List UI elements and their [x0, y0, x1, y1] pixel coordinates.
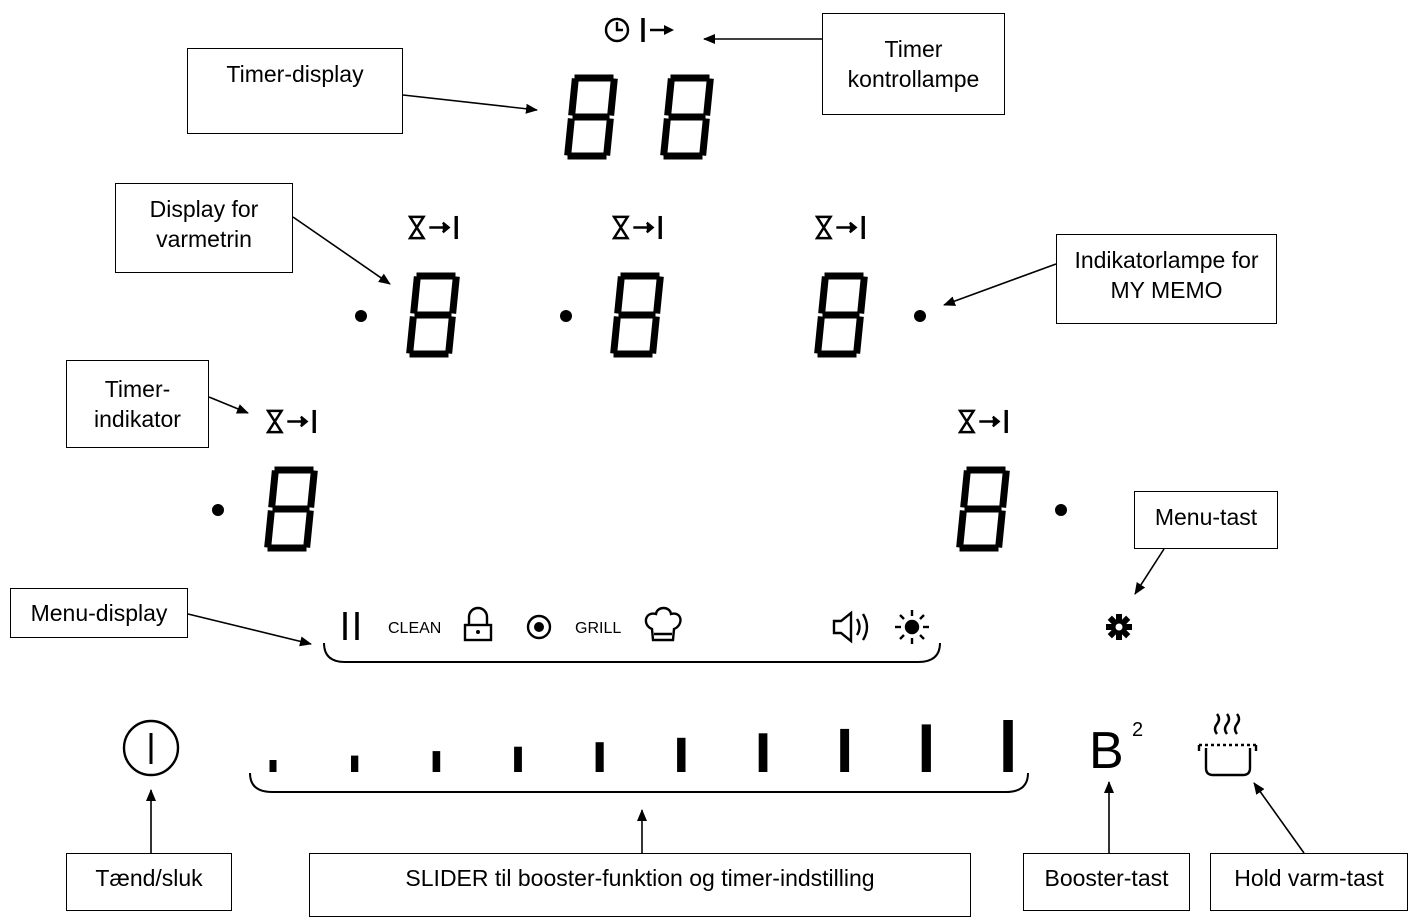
- booster-key[interactable]: B 2: [1089, 719, 1143, 780]
- clock-arrow-icon: [604, 17, 674, 43]
- booster-superscript: 2: [1132, 719, 1143, 741]
- zone-digit-rear-center: [614, 276, 660, 354]
- hourglass-arrow-icon: [612, 215, 662, 240]
- slider[interactable]: [269, 720, 1013, 772]
- slider-step-8[interactable]: [840, 728, 850, 772]
- menu-bar: CLEAN GRILL: [323, 606, 941, 663]
- hourglass-arrow-icon: [408, 215, 458, 240]
- zone-digit-front-left: [268, 470, 314, 548]
- sun-icon[interactable]: [895, 610, 929, 644]
- callout-keep-warm-key: Hold varm-tast: [1210, 853, 1408, 911]
- slider-step-7[interactable]: [758, 733, 768, 772]
- speaker-icon[interactable]: [832, 610, 869, 644]
- pot-steam-icon[interactable]: [1197, 713, 1258, 777]
- hourglass-arrow-icon: [266, 409, 316, 434]
- pause-icon[interactable]: [343, 612, 359, 640]
- chef-hat-icon[interactable]: [644, 606, 682, 642]
- zone-digit-rear-left: [410, 276, 456, 354]
- callout-timer-pilot-lamp: Timer kontrollampe: [822, 13, 1005, 115]
- callout-timer-indicator: Timer- indikator: [66, 360, 209, 448]
- memo-dot: [1055, 504, 1067, 516]
- slider-step-1[interactable]: [269, 760, 277, 772]
- hourglass-arrow-icon: [958, 409, 1008, 434]
- zone-digit-rear-right: [818, 276, 864, 354]
- timer-digit-1: [568, 78, 614, 156]
- menu-bracket: [323, 642, 941, 663]
- slider-step-10[interactable]: [1003, 720, 1013, 772]
- slider-step-9[interactable]: [921, 724, 931, 772]
- callout-heat-level-display: Display for varmetrin: [115, 183, 293, 273]
- power-icon[interactable]: [122, 719, 180, 777]
- grill-label[interactable]: GRILL: [575, 620, 621, 637]
- slider-bracket: [249, 772, 1029, 793]
- hourglass-arrow-icon: [815, 215, 865, 240]
- callout-power-onoff: Tænd/sluk: [66, 853, 232, 911]
- callout-booster-key: Booster-tast: [1023, 853, 1190, 911]
- slider-step-5[interactable]: [595, 742, 604, 772]
- callout-my-memo-indicator: Indikatorlampe for MY MEMO: [1056, 234, 1277, 324]
- memo-dot: [914, 310, 926, 322]
- booster-letter: B: [1089, 722, 1124, 780]
- memo-dot: [560, 310, 572, 322]
- leader-arrows: [146, 34, 1305, 854]
- callout-menu-key: Menu-tast: [1134, 491, 1278, 549]
- gear-icon[interactable]: [1106, 614, 1132, 640]
- clean-label[interactable]: CLEAN: [388, 620, 441, 637]
- target-icon[interactable]: [526, 614, 552, 640]
- slider-step-2[interactable]: [351, 755, 359, 772]
- slider-step-4[interactable]: [514, 746, 522, 772]
- memo-dot: [355, 310, 367, 322]
- lock-icon[interactable]: [463, 606, 493, 642]
- timer-digit-2: [664, 78, 710, 156]
- callout-timer-display: Timer-display: [187, 48, 403, 134]
- memo-dot: [212, 504, 224, 516]
- callout-slider: SLIDER til booster-funktion og timer-ind…: [309, 853, 971, 917]
- slider-step-3[interactable]: [432, 751, 441, 772]
- callout-menu-display: Menu-display: [10, 588, 188, 638]
- slider-step-6[interactable]: [677, 737, 686, 772]
- zone-digit-front-right: [960, 470, 1006, 548]
